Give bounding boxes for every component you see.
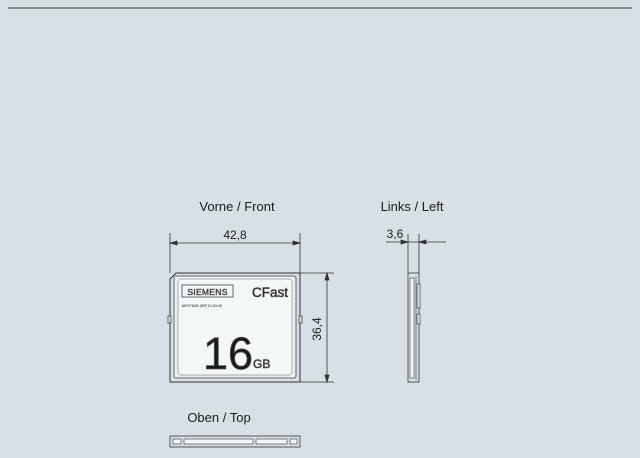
height-dimension-label: 36,4 (310, 317, 324, 341)
thickness-dimension-label: 3,6 (387, 227, 404, 241)
top-view-title: Oben / Top (187, 410, 250, 425)
width-dimension (168, 233, 302, 273)
card-side (407, 272, 421, 383)
left-view: Links / Left 3,6 (381, 199, 446, 383)
front-view: Vorne / Front 42,8 36,4 (167, 199, 334, 384)
cfast-logo: CFast (252, 285, 288, 300)
card-front (167, 272, 303, 383)
part-number: 6ES7648-2BF10-0XJ0 (182, 303, 223, 308)
front-view-title: Vorne / Front (199, 199, 275, 214)
capacity-number: 16 (203, 328, 253, 379)
brand-box (181, 284, 234, 298)
card-top (169, 435, 301, 448)
brand-logo: SIEMENS (187, 287, 227, 297)
top-view: Oben / Top (169, 410, 301, 448)
left-view-title: Links / Left (381, 199, 444, 214)
capacity-unit: GB (253, 357, 270, 371)
height-dimension (300, 271, 334, 384)
width-dimension-label: 42,8 (223, 228, 247, 242)
thickness-dimension (386, 234, 446, 273)
